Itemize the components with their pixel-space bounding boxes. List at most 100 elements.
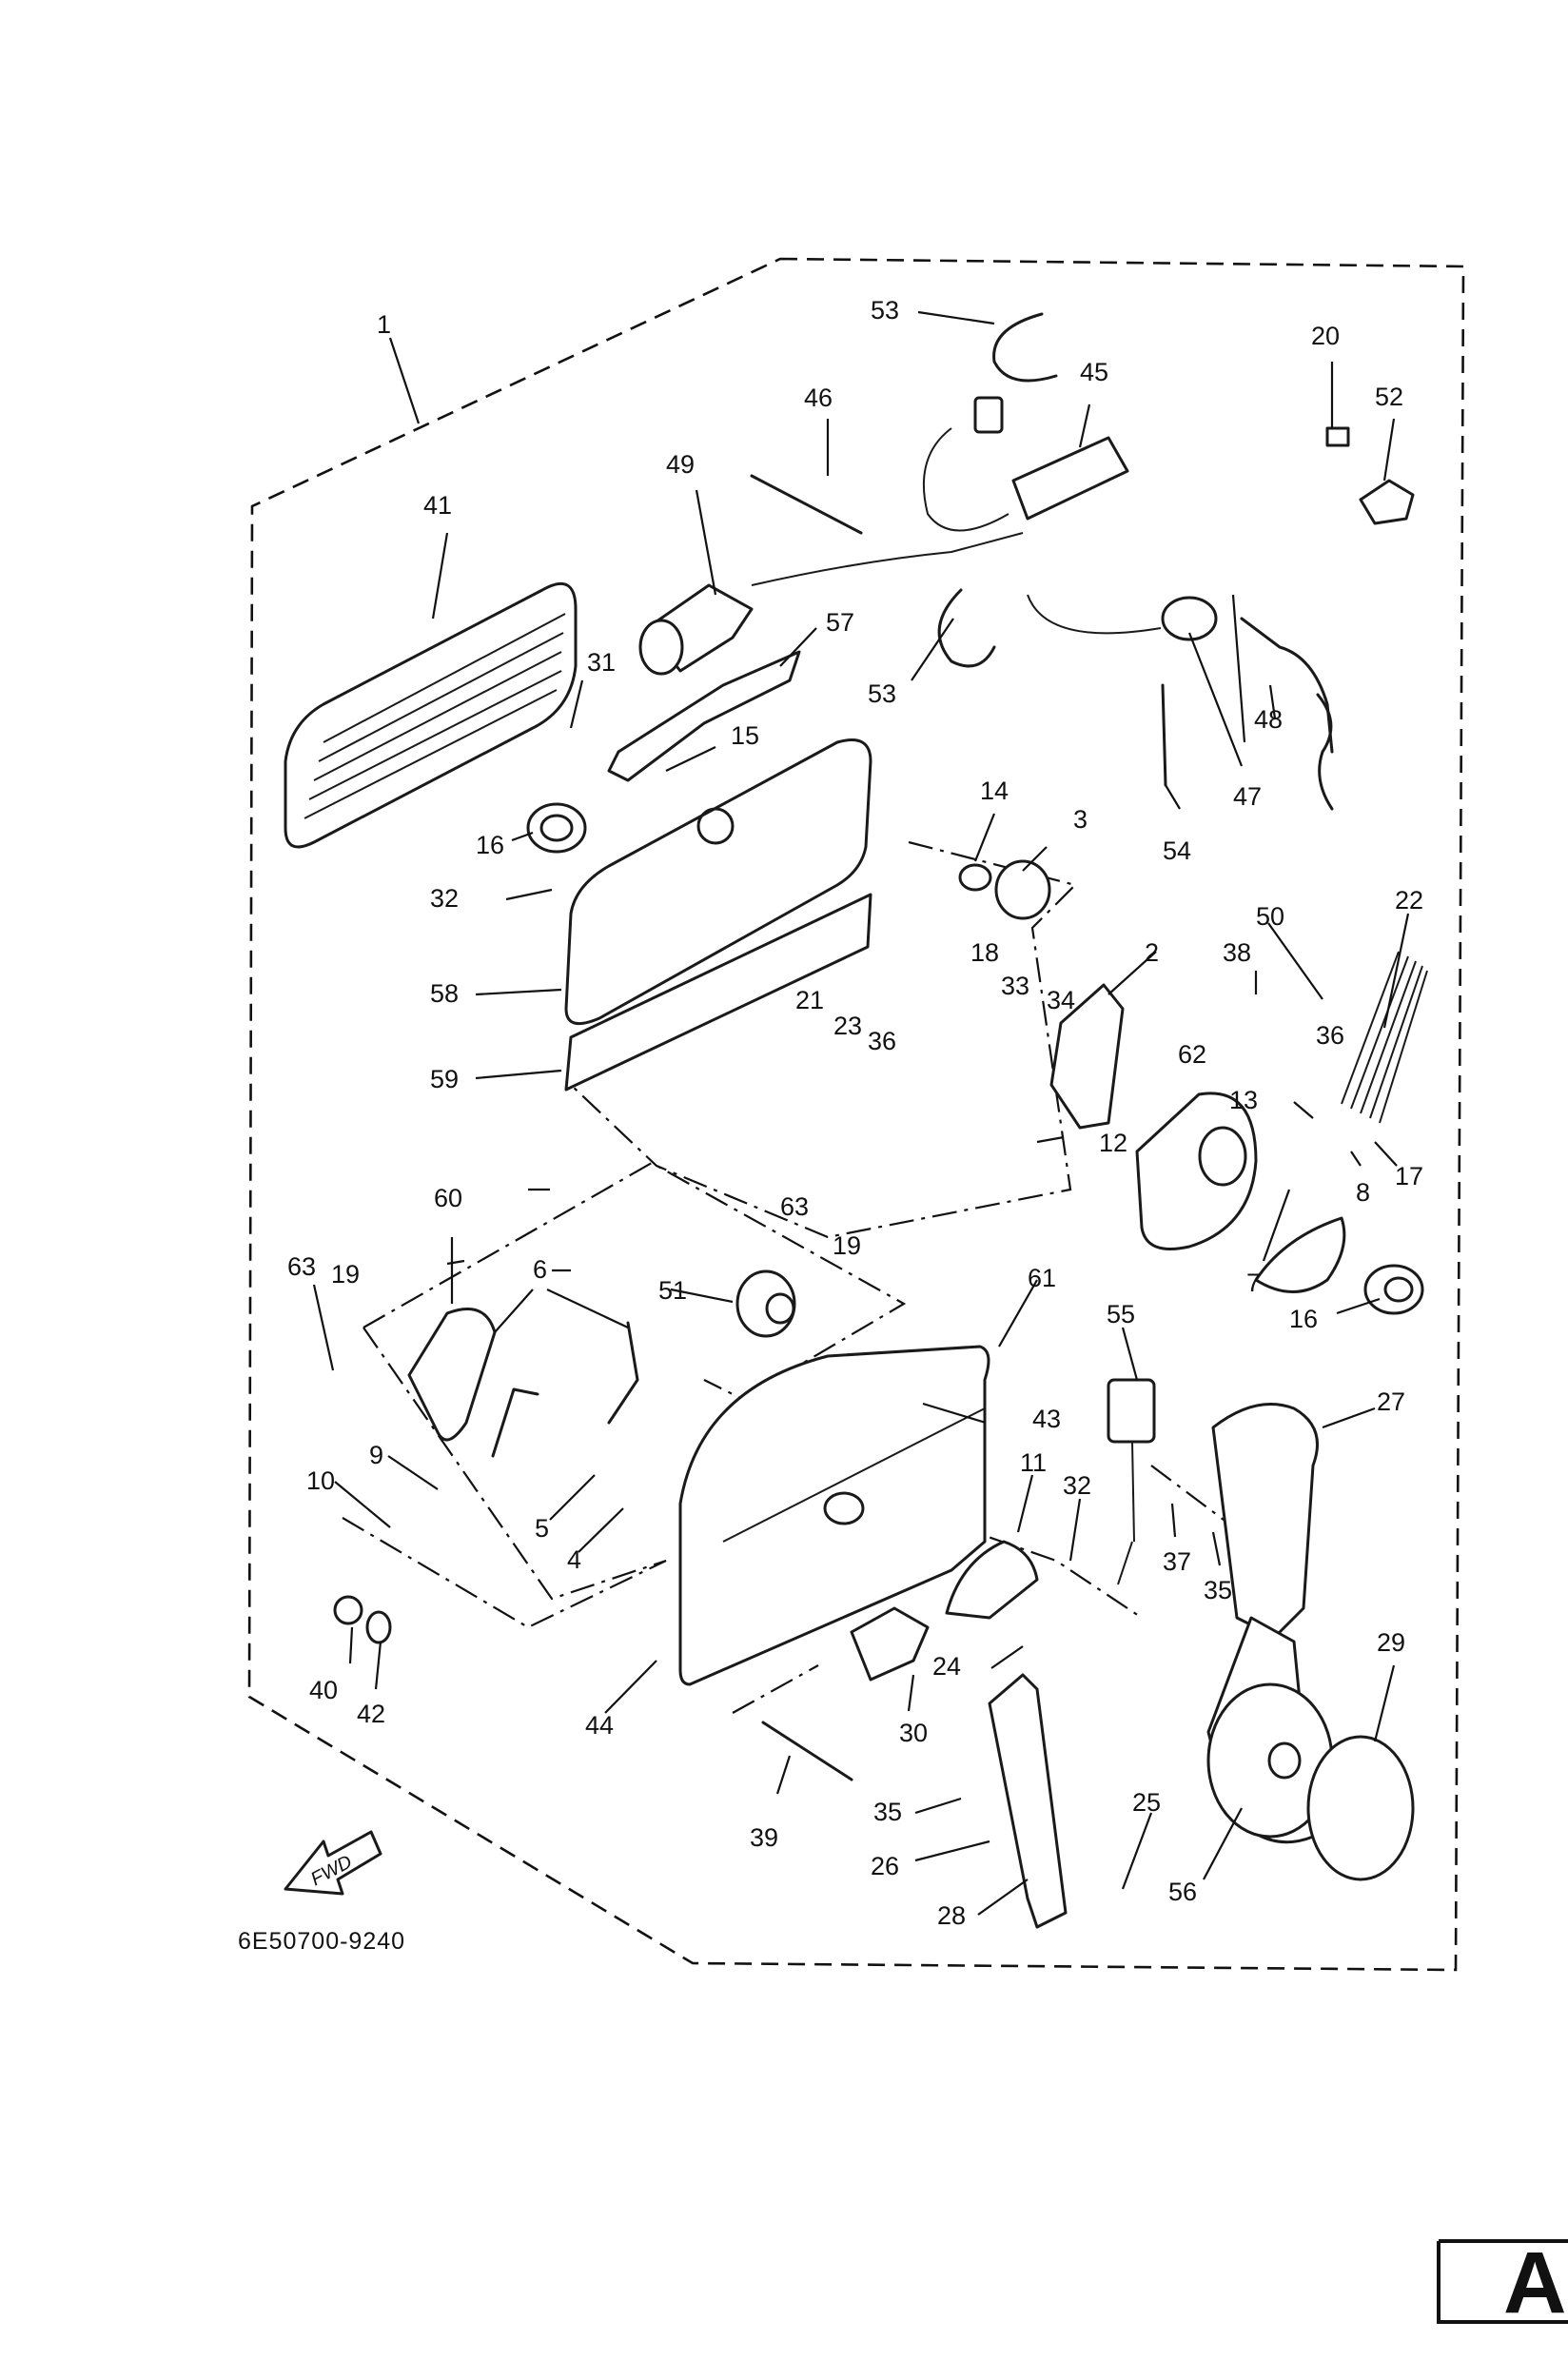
base-plate-part [564,893,872,1092]
neutral-switch-part [735,1269,796,1338]
callout-24: 24 [932,1652,961,1681]
callout-53-lower: 53 [868,679,896,708]
bracket-part [850,1606,930,1682]
callout-45: 45 [1080,358,1108,386]
callout-63-right: 63 [780,1192,809,1221]
callout-30: 30 [899,1719,928,1747]
callout-26: 26 [871,1852,899,1880]
callout-36-right: 36 [1316,1021,1344,1050]
grommet-part-upper [526,802,587,854]
bracket-strip-part [607,650,801,782]
callout-44: 44 [585,1711,614,1740]
callout-63-left: 63 [287,1252,316,1281]
callout-55: 55 [1107,1300,1135,1328]
callout-46: 46 [804,384,833,412]
callout-43: 43 [1032,1405,1061,1433]
callout-56: 56 [1168,1878,1197,1906]
main-switch-part [638,583,754,676]
callout-36-left: 36 [868,1027,896,1055]
callout-35-right: 35 [1204,1576,1232,1604]
housing-plate-part [564,738,872,1026]
callout-38: 38 [1223,938,1251,967]
callout-52: 52 [1375,383,1403,411]
callout-33: 33 [1001,972,1029,1000]
callout-51: 51 [658,1276,687,1305]
subassembly-region-bottom [342,1517,819,1714]
callout-17: 17 [1395,1162,1423,1190]
callout-25: 25 [1132,1788,1161,1817]
plate-part [1359,479,1415,525]
front-cover-part [284,581,578,849]
callout-7: 7 [1246,1269,1261,1297]
callout-28: 28 [937,1901,966,1930]
callout-21: 21 [795,986,824,1014]
grommet-part-lower [1363,1264,1424,1315]
callout-11: 11 [1020,1448,1047,1477]
leader-lines [312,310,1410,1916]
callout-50: 50 [1256,902,1284,931]
cam-lever-part [945,1540,1039,1620]
callout-32-lower: 32 [1063,1471,1091,1500]
callout-13: 13 [1229,1086,1258,1114]
callout-53-upper: 53 [871,296,899,325]
callout-23: 23 [833,1012,862,1040]
forward-direction-arrow: FWD [284,1830,382,1896]
callout-32-upper: 32 [430,884,459,913]
callout-5: 5 [535,1514,549,1543]
callout-3: 3 [1073,805,1088,834]
assembly-boundary [247,257,1465,1972]
section-marker: A [1437,2234,1568,2331]
subassembly-region-lower [363,1161,907,1401]
friction-housing-part [1135,1092,1258,1250]
cover-plate-part [1254,1216,1346,1293]
callout-29: 29 [1377,1628,1405,1657]
bolt-part [1161,683,1167,787]
nut-part [333,1595,363,1625]
clip-part [1325,426,1350,447]
section-letter: A [1503,2234,1566,2331]
washer-part [958,863,992,892]
callout-16-upper: 16 [476,831,504,859]
callout-19-upper: 19 [331,1260,360,1289]
callout-9: 9 [369,1441,383,1469]
callout-10: 10 [306,1466,335,1495]
clamp-part-upper [992,312,1058,383]
subassembly-region-left [363,1327,667,1601]
callout-47: 47 [1233,782,1262,811]
callout-42: 42 [357,1700,385,1728]
subassembly-region-upper [570,840,1078,1239]
connector-part [1107,1378,1156,1585]
callout-57: 57 [826,608,854,637]
control-housing-part [678,1345,990,1686]
callout-6: 6 [533,1255,547,1284]
callout-numbers: 1 2 3 4 5 6 7 8 9 10 11 12 13 14 15 16 1… [287,296,1423,1930]
callout-27: 27 [1377,1387,1405,1416]
callout-18: 18 [970,938,999,967]
callout-12: 12 [1099,1129,1127,1157]
stop-switch-part [1027,594,1334,811]
flat-washer-part [365,1610,392,1644]
link-rod-part [491,1321,639,1458]
key-switch-part [751,396,1129,586]
plate-washer-part [994,859,1051,920]
callout-62: 62 [1178,1040,1206,1069]
callout-59: 59 [430,1065,459,1093]
callout-48: 48 [1254,705,1283,734]
callout-4: 4 [567,1545,581,1574]
callout-15: 15 [731,721,759,750]
callout-22: 22 [1395,886,1423,915]
drawing-code: 6E50700-9240 [238,1928,405,1955]
spring-part [1341,951,1428,1124]
callout-20: 20 [1311,322,1340,350]
callout-8: 8 [1356,1178,1370,1207]
callout-31: 31 [587,648,616,677]
callout-60: 60 [434,1184,462,1212]
callout-35-left: 35 [873,1798,902,1826]
clamp-part-lower [937,588,996,668]
callout-49: 49 [666,450,695,479]
callout-14: 14 [980,777,1009,805]
callout-16-lower: 16 [1289,1305,1318,1333]
callout-54: 54 [1163,836,1191,865]
